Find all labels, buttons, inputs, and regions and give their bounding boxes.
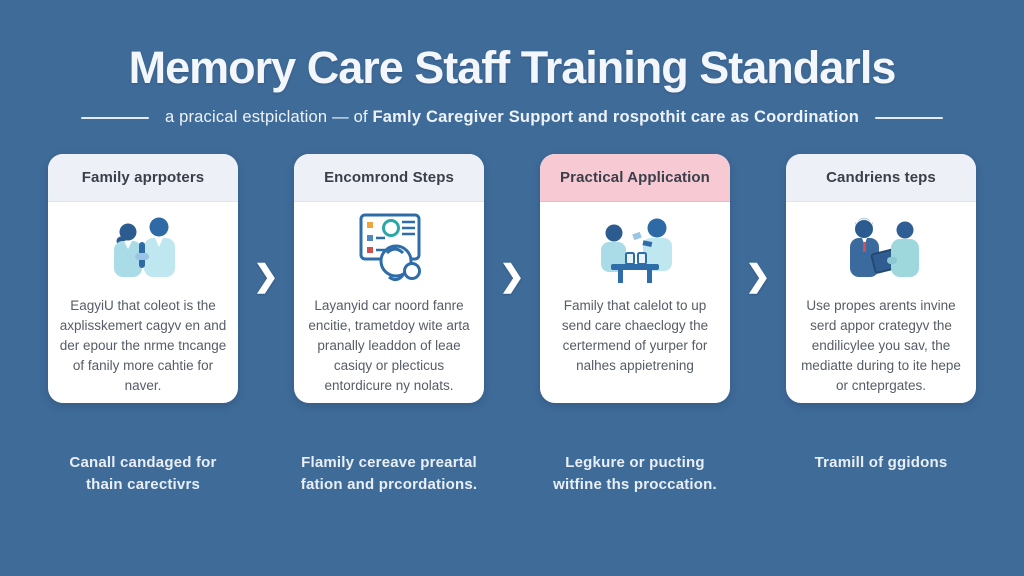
cards-row: Family aprpoters EagyiU that coleot is t…	[0, 154, 1024, 404]
caption-spacer	[484, 452, 540, 496]
caption-spacer	[730, 452, 786, 496]
card-title: Practical Application	[540, 154, 730, 203]
two-people-at-table-icon	[540, 202, 730, 296]
page-subtitle: a pracical estpiclation — of Famly Careg…	[165, 108, 859, 127]
subtitle-row: a pracical estpiclation — of Famly Careg…	[0, 108, 1024, 127]
two-people-talking-icon	[48, 202, 238, 296]
card-candriens-teps: Candriens teps Use propes arents invine …	[786, 154, 976, 404]
card-caption: Legkure or pucting witfine ths proccatio…	[553, 454, 717, 493]
captions-row: Canall candaged for thain carectivrs Fla…	[0, 452, 1024, 496]
card-body-text: Family that calelot to up send care chae…	[561, 298, 709, 374]
card-title: Candriens teps	[786, 154, 976, 203]
card-caption: Flamily cereave preartal fation and prco…	[300, 454, 478, 493]
subtitle-emphasis: Famly Caregiver Support and rospothit ca…	[372, 108, 860, 127]
card-body-text: Layanyid car noord fanre encitie, tramet…	[308, 298, 470, 394]
monitor-checklist-icon	[294, 202, 484, 296]
subtitle-rule-left	[80, 116, 149, 119]
card-caption: Canall candaged for thain carectivrs	[69, 454, 217, 493]
card-title: Encomrond Steps	[294, 154, 484, 203]
chevron-right-icon: ❯	[745, 260, 771, 294]
advisor-with-tablet-icon	[786, 202, 976, 296]
caption-spacer	[238, 452, 294, 496]
card-family-supporters: Family aprpoters EagyiU that coleot is t…	[48, 154, 238, 404]
card-body-text: Use propes arents invine serd appor crat…	[801, 298, 961, 394]
page-title: Memory Care Staff Training Standarls	[128, 42, 897, 93]
subtitle-prefix: a pracical estpiclation — of	[164, 108, 368, 127]
chevron-right-icon: ❯	[253, 260, 279, 294]
chevron-right-icon: ❯	[499, 260, 525, 294]
card-encomrond-steps: Encomrond Steps	[294, 154, 484, 404]
card-caption: Tramill of ggidons	[814, 454, 948, 472]
card-body-text: EagyiU that coleot is the axplisskemert …	[59, 298, 227, 394]
card-title: Family aprpoters	[48, 154, 238, 203]
card-practical-application: Practical Application Family that calelo…	[540, 154, 730, 404]
subtitle-rule-right	[875, 116, 944, 119]
